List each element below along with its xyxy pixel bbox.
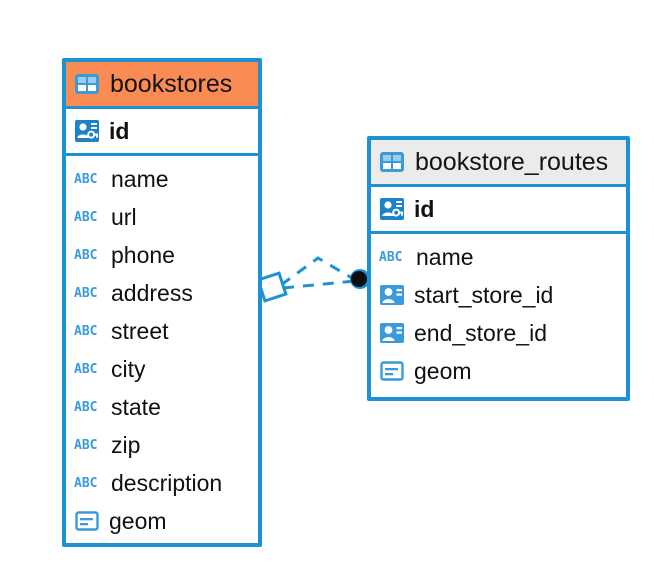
relationship-line-lower bbox=[282, 279, 356, 290]
field-name: id bbox=[109, 117, 130, 144]
table-icon bbox=[75, 74, 99, 94]
abc-type-icon: ABC bbox=[74, 475, 98, 491]
field-name: address bbox=[111, 279, 193, 306]
abc-type-icon: ABC bbox=[74, 285, 98, 301]
field-row-primary-key[interactable]: id bbox=[66, 109, 258, 153]
field-row-city[interactable]: ABC city bbox=[66, 350, 258, 388]
field-row-start-store-id[interactable]: start_store_id bbox=[371, 276, 626, 314]
field-name: state bbox=[111, 393, 161, 420]
fields-list-bookstores: ABC name ABC url ABC phone ABC address A… bbox=[66, 156, 258, 546]
field-row-phone[interactable]: ABC phone bbox=[66, 236, 258, 274]
geometry-type-icon bbox=[75, 511, 99, 531]
field-row-end-store-id[interactable]: end_store_id bbox=[371, 314, 626, 352]
abc-type-icon: ABC bbox=[74, 171, 98, 187]
field-name: name bbox=[416, 243, 474, 270]
field-name: geom bbox=[414, 357, 472, 384]
fields-list-bookstore-routes: ABC name start_store_id bbox=[371, 234, 626, 396]
field-row-state[interactable]: ABC state bbox=[66, 388, 258, 426]
abc-type-icon: ABC bbox=[74, 247, 98, 263]
field-row-geom[interactable]: geom bbox=[371, 352, 626, 390]
field-row-name[interactable]: ABC name bbox=[66, 160, 258, 198]
primary-key-section: id bbox=[371, 184, 626, 234]
field-name: name bbox=[111, 165, 169, 192]
entity-bookstore-routes[interactable]: bookstore_routes id ABC na bbox=[367, 136, 630, 401]
abc-type-icon: ABC bbox=[379, 249, 403, 265]
field-row-primary-key[interactable]: id bbox=[371, 187, 626, 231]
entity-title: bookstores bbox=[110, 69, 233, 98]
primary-key-icon bbox=[380, 198, 404, 220]
field-row-address[interactable]: ABC address bbox=[66, 274, 258, 312]
field-name: phone bbox=[111, 241, 175, 268]
field-name: end_store_id bbox=[414, 319, 547, 346]
table-icon bbox=[380, 152, 404, 172]
field-name: id bbox=[414, 195, 435, 222]
field-row-street[interactable]: ABC street bbox=[66, 312, 258, 350]
primary-key-section: id bbox=[66, 106, 258, 156]
field-name: geom bbox=[109, 507, 167, 534]
field-name: url bbox=[111, 203, 137, 230]
field-name: street bbox=[111, 317, 169, 344]
field-name: zip bbox=[111, 431, 141, 458]
field-name: start_store_id bbox=[414, 281, 554, 308]
entity-header-bookstore-routes[interactable]: bookstore_routes bbox=[371, 140, 626, 184]
relationship-source-diamond-icon[interactable] bbox=[256, 271, 288, 303]
abc-type-icon: ABC bbox=[74, 437, 98, 453]
relationship-line-upper bbox=[280, 256, 358, 287]
field-row-zip[interactable]: ABC zip bbox=[66, 426, 258, 464]
geometry-type-icon bbox=[380, 361, 404, 381]
field-name: city bbox=[111, 355, 146, 382]
foreign-key-icon bbox=[380, 285, 404, 305]
abc-type-icon: ABC bbox=[74, 361, 98, 377]
entity-bookstores[interactable]: bookstores id ABC name bbox=[62, 58, 262, 547]
foreign-key-icon bbox=[380, 323, 404, 343]
abc-type-icon: ABC bbox=[74, 323, 98, 339]
primary-key-icon bbox=[75, 120, 99, 142]
field-row-url[interactable]: ABC url bbox=[66, 198, 258, 236]
field-row-description[interactable]: ABC description bbox=[66, 464, 258, 502]
field-name: description bbox=[111, 469, 223, 496]
abc-type-icon: ABC bbox=[74, 209, 98, 225]
field-row-name[interactable]: ABC name bbox=[371, 238, 626, 276]
entity-title: bookstore_routes bbox=[415, 147, 609, 176]
entity-header-bookstores[interactable]: bookstores bbox=[66, 62, 258, 106]
field-row-geom[interactable]: geom bbox=[66, 502, 258, 540]
abc-type-icon: ABC bbox=[74, 399, 98, 415]
